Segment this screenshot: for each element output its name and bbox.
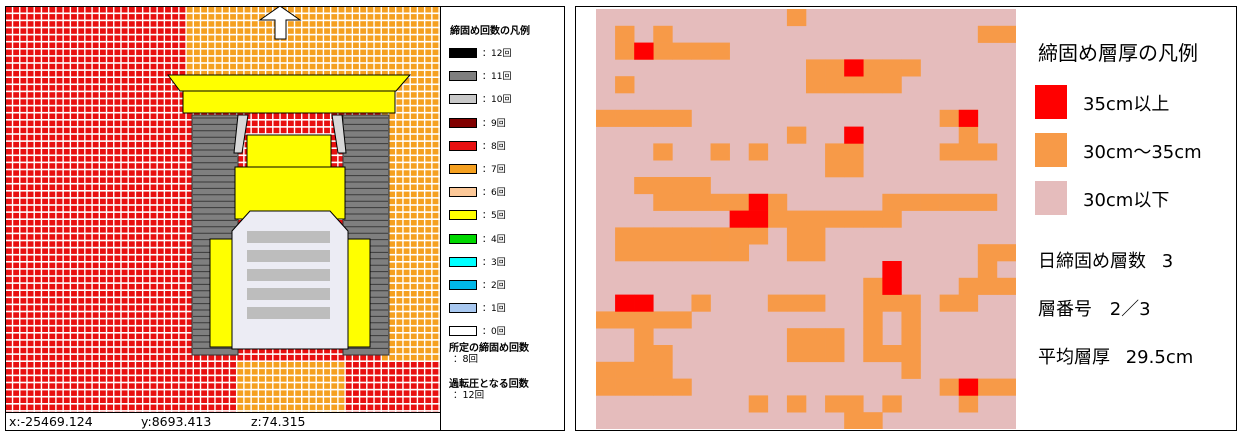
x-coordinate: x:-25469.124 xyxy=(9,414,93,429)
daily-layers-label: 日締固め層数 xyxy=(1038,251,1146,272)
thickness-legend-label: 35cm以上 xyxy=(1083,94,1170,115)
count-legend-swatch xyxy=(449,280,477,290)
count-legend-swatch xyxy=(449,210,477,221)
daily-layers-info: 日締固め層数 3 xyxy=(1038,247,1173,273)
over-compaction-label: 過転圧となる回数 xyxy=(449,379,529,390)
roller-graphic xyxy=(167,7,412,356)
compaction-count-legend: 締固め回数の凡例 ：12回 ：11回 ：10回 ：9回 ：8回 ：7回 ：6回 ：5回 ：4回 ：… xyxy=(440,7,564,430)
count-legend-swatch xyxy=(449,303,477,314)
compaction-count-map[interactable] xyxy=(6,7,440,412)
daily-layers-value: 3 xyxy=(1161,251,1174,272)
y-coordinate: y:8693.413 xyxy=(141,414,212,429)
count-legend-label: ：8回 xyxy=(482,141,506,152)
count-legend-label: ：6回 xyxy=(482,188,506,199)
count-legend-label: ：5回 xyxy=(482,211,506,222)
count-legend-swatch xyxy=(449,326,477,337)
compaction-count-panel: x:-25469.124 y:8693.413 z:74.315 締固め回数の凡… xyxy=(5,6,565,431)
thickness-legend-swatch xyxy=(1035,181,1067,215)
coordinate-readout: x:-25469.124 y:8693.413 z:74.315 xyxy=(6,412,440,430)
z-coordinate: z:74.315 xyxy=(251,414,306,429)
required-count-value: ：8回 xyxy=(453,354,479,365)
cab xyxy=(231,210,349,350)
count-legend-label: ：4回 xyxy=(482,234,506,245)
count-legend-label: ：2回 xyxy=(482,281,506,291)
blade xyxy=(167,74,412,154)
count-legend-label: ：1回 xyxy=(482,304,506,315)
thickness-legend-label: 30cm～35cm xyxy=(1083,142,1202,163)
count-legend-label: ：12回 xyxy=(482,49,512,59)
average-thickness-label: 平均層厚 xyxy=(1038,347,1110,368)
count-legend-swatch xyxy=(449,233,477,244)
layer-thickness-map[interactable] xyxy=(596,9,1016,429)
count-legend-label: ：7回 xyxy=(482,165,506,175)
count-legend-label: ：10回 xyxy=(482,95,512,106)
count-legend-swatch xyxy=(449,117,477,128)
thickness-legend-swatch xyxy=(1035,85,1067,119)
count-legend-swatch xyxy=(449,71,477,82)
thickness-legend-title: 締固め層厚の凡例 xyxy=(1038,41,1198,65)
count-legend-label: ：3回 xyxy=(482,257,506,268)
count-legend-title: 締固め回数の凡例 xyxy=(450,26,530,37)
required-count-label: 所定の締固め回数 xyxy=(449,343,529,354)
average-thickness-value: 29.5cm xyxy=(1125,347,1194,368)
count-legend-swatch xyxy=(449,94,477,105)
over-compaction-value: ：12回 xyxy=(453,390,485,401)
count-legend-swatch xyxy=(449,140,477,151)
thickness-legend-label: 30cm以下 xyxy=(1083,190,1170,211)
count-legend-swatch xyxy=(449,48,477,58)
count-legend-swatch xyxy=(449,187,477,198)
layer-number-info: 層番号 2／3 xyxy=(1038,295,1151,321)
thickness-legend-swatch xyxy=(1035,133,1067,167)
count-legend-label: ：0回 xyxy=(482,327,506,338)
layer-number-label: 層番号 xyxy=(1038,299,1092,320)
average-thickness-info: 平均層厚 29.5cm xyxy=(1038,343,1193,369)
count-legend-label: ：11回 xyxy=(482,72,512,83)
count-legend-swatch xyxy=(449,256,477,267)
count-legend-swatch xyxy=(449,164,477,174)
up-arrow-icon xyxy=(258,7,302,40)
layer-number-value: 2／3 xyxy=(1109,299,1151,320)
count-legend-label: ：9回 xyxy=(482,118,506,129)
